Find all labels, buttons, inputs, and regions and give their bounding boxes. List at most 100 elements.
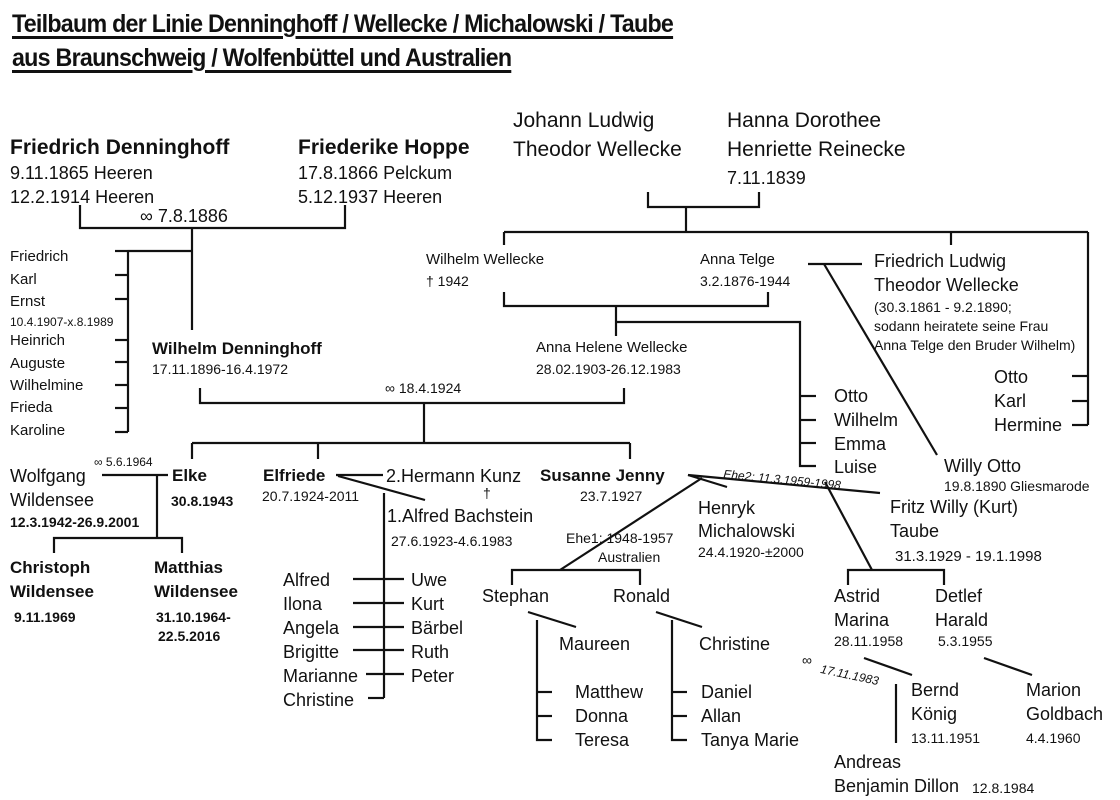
child: Daniel [701,682,753,702]
person-johann-ludwig: Johann Ludwig [513,109,655,132]
sibling-date: 10.4.1907-x.8.1989 [10,315,114,329]
sibling: Otto [994,367,1029,387]
person-date: 9.11.1865 Heeren [10,163,153,183]
person-date: 5.12.1937 Heeren [298,187,443,207]
person-date: 31.10.1964- [156,609,231,625]
person-astrid-marina: Astrid [834,586,881,606]
person-wilhelm-denninghoff: Wilhelm Denninghoff [152,339,322,358]
sibling: Ernst [10,293,46,310]
person-andreas-dillon-line2: Benjamin Dillon [834,776,960,796]
connector-astrid-bernd [863,656,913,677]
person-fritz-taube: Fritz Willy (Kurt) [890,497,1018,517]
child: Ilona [283,594,323,614]
connector-elfriede-alfred [337,474,426,502]
sibling: Wilhelmine [10,377,84,394]
person-anna-helene-wellecke: Anna Helene Wellecke [536,339,688,356]
child: Marianne [283,666,359,686]
sibling: Hermine [994,415,1063,435]
person-friedrich-ludwig: Friedrich Ludwig [874,251,1007,271]
person-date: 22.5.2016 [158,628,221,644]
person-date: 28.02.1903-26.12.1983 [536,361,681,377]
child: Ruth [411,642,450,662]
page-title-line2: aus Braunschweig / Wolfenbüttel und Aust… [12,44,512,72]
sibling: Otto [834,386,869,406]
person-henryk-michalowski-line2: Michalowski [698,521,796,541]
child: Peter [411,666,455,686]
person-detlef-harald-line2: Harald [935,610,989,630]
sibling: Emma [834,434,887,454]
person-date: 17.11.1896-16.4.1972 [152,361,288,377]
child: Alfred [283,570,331,590]
marriage-symbol: ∞ [802,652,812,668]
person-wolfgang-wildensee-line2: Wildensee [10,490,95,510]
person-date: 24.4.1920-±2000 [698,544,804,560]
sibling: Auguste [10,355,66,372]
sibling: Heinrich [10,332,66,349]
person-hanna-dorothee-line2: Henriette Reinecke [727,138,906,161]
connector-1924-marriage [198,388,626,405]
connector-wellecke-parents [646,192,761,209]
person-matthias-wildensee: Matthias [154,558,223,577]
person-date: 23.7.1927 [580,488,643,504]
connector-wellecke-telge [502,292,770,308]
person-wolfgang-wildensee: Wolfgang [10,466,86,486]
person-date: 20.7.1924-2011 [262,488,360,504]
child: Tanya Marie [701,730,800,750]
connector-taube-children [846,568,946,585]
person-date: † 1942 [426,273,469,289]
person-date: 27.6.1923-4.6.1983 [391,533,513,549]
person-anna-telge: Anna Telge [700,251,775,268]
person-wilhelm-wellecke: Wilhelm Wellecke [426,251,545,268]
person-christine: Christine [699,634,771,654]
person-detlef-harald: Detlef [935,586,983,606]
person-date: 13.11.1951 [911,730,981,746]
person-date: 31.3.1929 - 19.1.1998 [895,548,1042,565]
person-fritz-taube-line2: Taube [890,521,940,541]
person-note: Anna Telge den Bruder Wilhelm) [874,337,1076,353]
person-alfred-bachstein: 1.Alfred Bachstein [387,506,534,526]
person-stephan: Stephan [482,586,550,606]
person-date: 5.3.1955 [938,633,993,649]
sibling: Luise [834,457,878,477]
person-date: 28.11.1958 [834,633,904,649]
connector-anna-helene-siblings [616,320,816,468]
connector-susanne-ehe2 [687,473,881,495]
person-date: 4.4.1960 [1026,730,1081,746]
person-note: sodann heiratete seine Frau [874,318,1049,334]
person-bernd-koenig-line2: König [911,704,958,724]
connector-stephan-children [535,620,552,742]
child: Allan [701,706,742,726]
person-date: 12.3.1942-26.9.2001 [10,514,140,530]
marriage-date: ∞ 18.4.1924 [385,380,462,396]
connector-susanne-henryk [687,473,728,489]
connector-telge-willy [823,263,938,456]
person-date: 12.2.1914 Heeren [10,187,155,207]
person-christoph-wildensee-line2: Wildensee [10,582,94,601]
person-marion-goldbach: Marion [1026,680,1082,700]
sibling: Friedrich [10,248,69,265]
person-note: (30.3.1861 - 9.2.1890; [874,299,1012,315]
child: Bärbel [411,618,464,638]
sibling: Karoline [10,422,66,439]
child: Kurt [411,594,445,614]
child: Uwe [411,570,448,590]
person-matthias-wildensee-line2: Wildensee [154,582,238,601]
sibling: Karl [10,271,37,288]
person-johann-ludwig-line2: Theodor Wellecke [513,138,682,161]
marriage-place: Australien [598,549,661,565]
person-date: 19.8.1890 Gliesmarode [944,478,1090,494]
person-elfriede: Elfriede [263,466,326,485]
connector-ronald-christine [655,610,703,629]
connector-susanne-ehe1 [559,477,703,571]
sibling: Wilhelm [834,410,899,430]
person-date: 17.8.1866 Pelckum [298,163,453,183]
sibling: Karl [994,391,1027,411]
person-friedrich-ludwig-line2: Theodor Wellecke [874,275,1019,295]
person-bernd-koenig: Bernd [911,680,960,700]
person-ronald: Ronald [613,586,671,606]
person-astrid-marina-line2: Marina [834,610,890,630]
child: Christine [283,690,355,710]
death-mark: † [483,485,491,501]
marriage-date: ∞ 5.6.1964 [94,455,153,469]
